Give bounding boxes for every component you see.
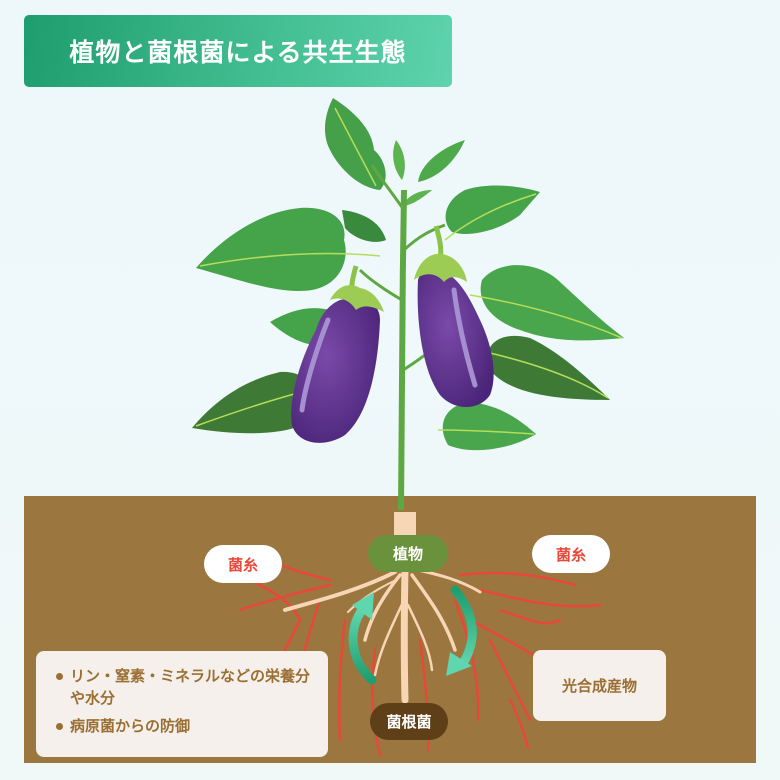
fungus-benefits-box: リン・窒素・ミネラルなどの栄養分や水分 病原菌からの防御 xyxy=(36,651,328,757)
photosynthate-text: 光合成産物 xyxy=(561,677,637,695)
eggplant-right xyxy=(414,225,494,408)
plant-to-fungus-arrow xyxy=(446,585,477,676)
benefit-item: 病原菌からの防御 xyxy=(56,715,316,737)
plant-label: 植物 xyxy=(368,535,448,572)
hypha-label-left-text: 菌糸 xyxy=(227,555,258,574)
fungus-label-text: 菌根菌 xyxy=(386,713,432,731)
page-title: 植物と菌根菌による共生生態 xyxy=(69,38,407,67)
fungus-to-plant-arrow xyxy=(348,592,377,685)
hypha-label-left: 菌糸 xyxy=(204,545,282,583)
hypha-label-right: 菌糸 xyxy=(532,535,610,573)
stem xyxy=(398,189,407,511)
hypha-label-right-text: 菌糸 xyxy=(555,545,586,564)
title-banner: 植物と菌根菌による共生生態 xyxy=(24,15,452,87)
photosynthate-box: 光合成産物 xyxy=(533,650,666,721)
plant-label-text: 植物 xyxy=(392,545,423,563)
eggplant-left xyxy=(291,265,384,443)
benefit-item: リン・窒素・ミネラルなどの栄養分や水分 xyxy=(56,665,316,709)
leaves xyxy=(192,98,624,451)
roots xyxy=(283,512,482,704)
fungus-label: 菌根菌 xyxy=(370,703,448,740)
